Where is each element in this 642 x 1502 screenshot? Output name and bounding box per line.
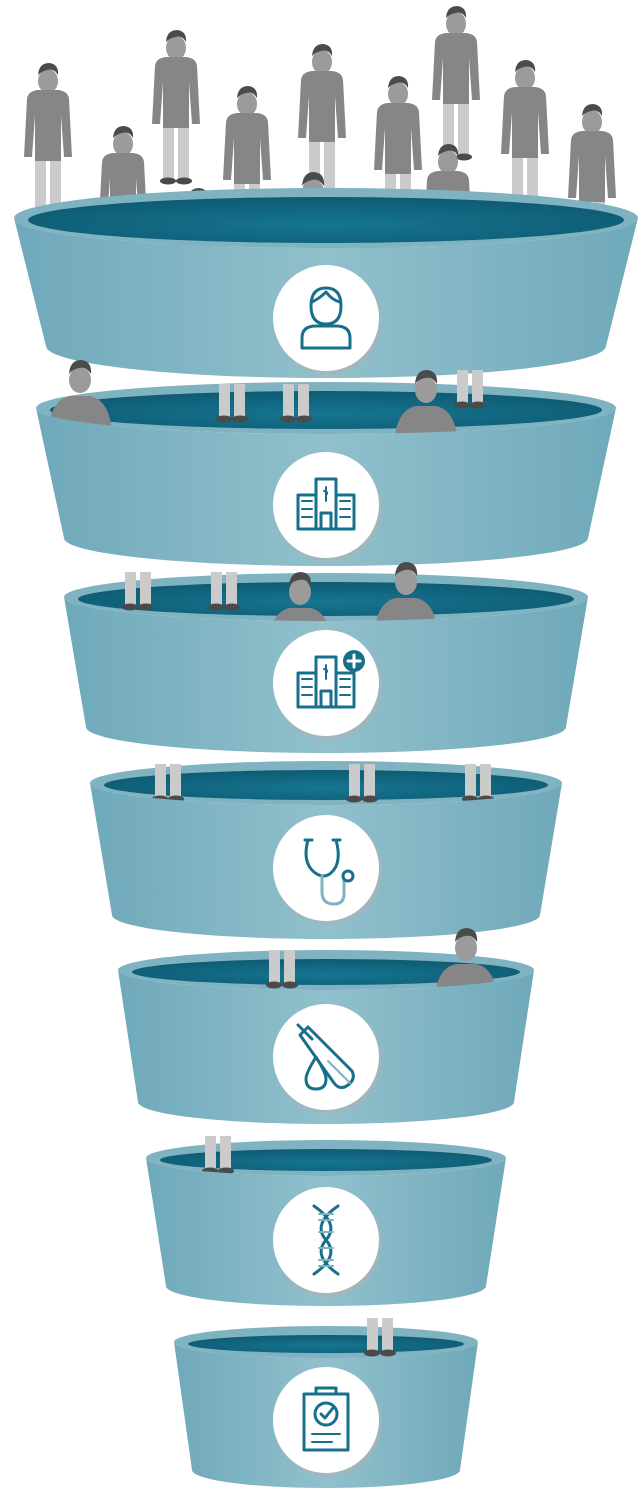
stage-badge xyxy=(273,452,379,558)
test-tube-blood-icon xyxy=(296,1023,355,1091)
stage-badge xyxy=(273,265,379,371)
stage-badge xyxy=(273,1367,379,1473)
funnel-stage-5 xyxy=(118,928,534,1124)
ring-opening xyxy=(78,582,574,616)
ring-opening xyxy=(50,391,602,429)
stethoscope-icon xyxy=(303,838,355,906)
clipboard-check-icon xyxy=(302,1386,350,1452)
hospital-icon xyxy=(296,477,356,531)
ring-opening xyxy=(160,1149,492,1171)
funnel-stage-4 xyxy=(90,761,562,939)
dna-icon xyxy=(312,1204,340,1276)
person-figure xyxy=(501,60,549,215)
ring-opening xyxy=(28,197,624,243)
patient-icon xyxy=(300,286,352,350)
funnel-stage-6 xyxy=(146,1136,506,1306)
funnel-stages xyxy=(14,188,638,1488)
ring-opening xyxy=(188,1335,464,1353)
stage-badge xyxy=(273,1004,379,1110)
person-figure xyxy=(432,6,480,161)
funnel-stage-7 xyxy=(174,1318,478,1488)
funnel-stage-1 xyxy=(14,188,638,378)
ring-opening xyxy=(132,959,520,985)
hospital-plus-icon xyxy=(296,650,365,709)
funnel-stage-2 xyxy=(36,360,616,566)
person-figure xyxy=(152,30,200,185)
funnel-stage-3 xyxy=(64,562,588,753)
ring-opening xyxy=(104,770,548,800)
stage-badge xyxy=(273,815,379,921)
person-figure xyxy=(24,63,72,218)
stage-badge xyxy=(273,630,379,736)
person-figure xyxy=(298,44,346,199)
